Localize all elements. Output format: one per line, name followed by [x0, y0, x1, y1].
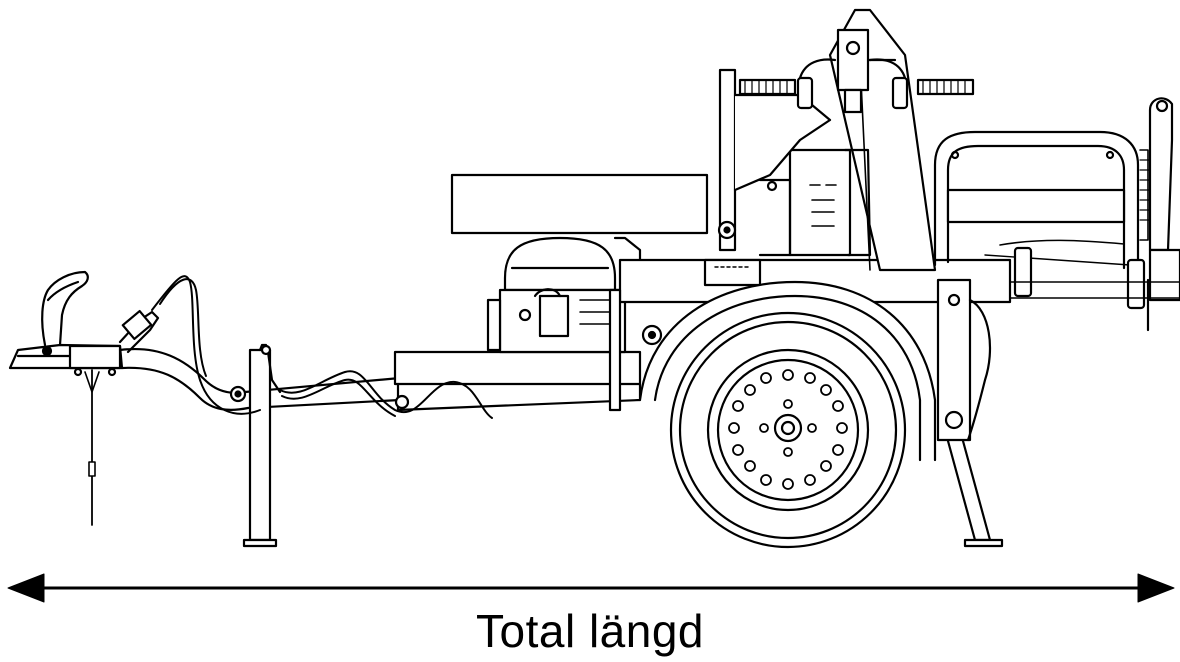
hydraulic-hose-icon — [152, 276, 492, 418]
total-length-dimension-arrow — [8, 574, 1174, 602]
rear-guard-frame-icon — [935, 98, 1180, 330]
jockey-stand-icon — [244, 345, 280, 546]
safety-cable-icon — [85, 370, 99, 525]
engine-icon — [488, 238, 640, 352]
splitter-column-icon — [719, 10, 935, 270]
trailer-coupling-icon — [10, 272, 158, 375]
wheel-icon — [671, 313, 905, 547]
total-length-label: Total längd — [476, 605, 704, 657]
control-levers-icon — [740, 30, 973, 112]
drawbar-icon — [120, 349, 640, 410]
support-leg-icon — [938, 280, 1002, 546]
